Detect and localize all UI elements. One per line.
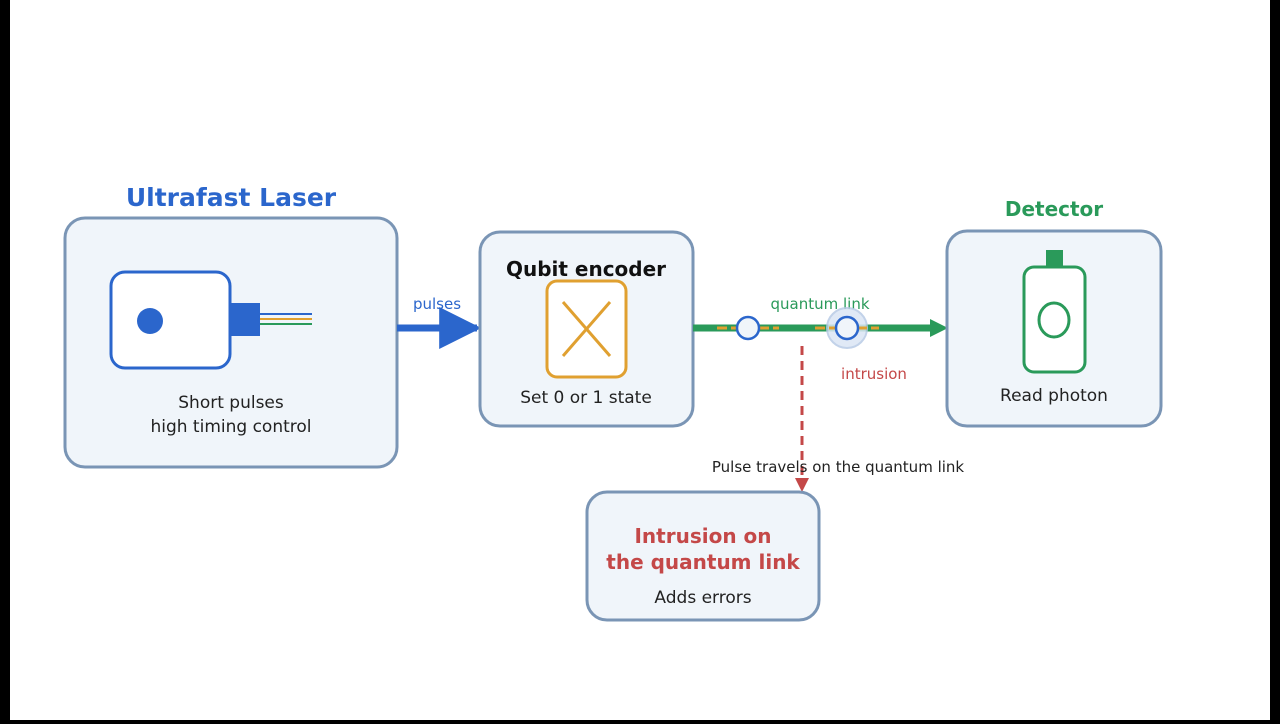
detector-title: Detector bbox=[1005, 197, 1103, 221]
intercepted-photon-icon bbox=[815, 307, 879, 349]
detector-caption: Read photon bbox=[1000, 386, 1108, 406]
diagram-svg: Ultrafast Laser Short pulses high timing… bbox=[63, 183, 1163, 622]
travel-label: Pulse travels on the quantum link bbox=[712, 458, 965, 476]
photon-pulse-icon bbox=[717, 315, 779, 341]
photon-detector-icon bbox=[1022, 250, 1087, 374]
encoder-x-icon bbox=[545, 279, 628, 379]
diagram-canvas: Ultrafast Laser Short pulses high timing… bbox=[10, 0, 1270, 720]
intrusion-title-line1: Intrusion on bbox=[634, 524, 771, 548]
laser-title: Ultrafast Laser bbox=[126, 183, 337, 212]
laser-caption-line2: high timing control bbox=[150, 417, 311, 437]
encoder-title: Qubit encoder bbox=[506, 257, 666, 281]
encoder-caption: Set 0 or 1 state bbox=[520, 388, 652, 408]
laser-icon bbox=[109, 270, 312, 370]
intrusion-title-line2: the quantum link bbox=[606, 550, 800, 574]
quantum-link-arrowhead bbox=[930, 319, 948, 337]
intrusion-label: intrusion bbox=[841, 365, 907, 383]
laser-caption-line1: Short pulses bbox=[178, 393, 284, 413]
intrusion-box bbox=[585, 490, 821, 622]
pulses-label: pulses bbox=[413, 295, 461, 313]
intrusion-arrowhead bbox=[795, 478, 809, 492]
intrusion-caption: Adds errors bbox=[654, 588, 751, 608]
